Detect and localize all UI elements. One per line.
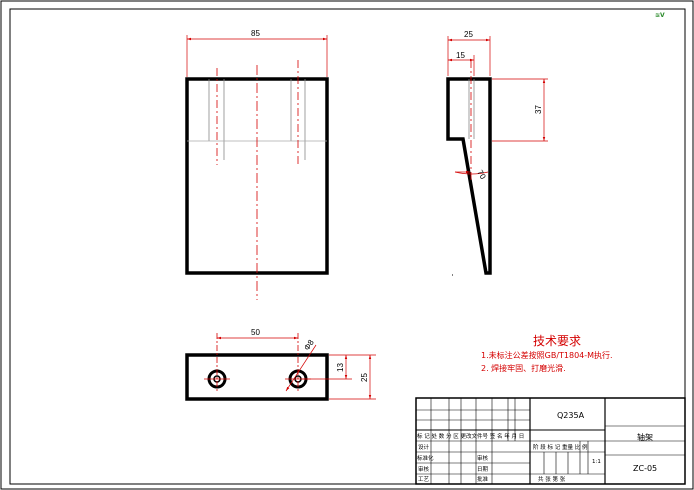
title-block [415,397,686,485]
tb-approve: 批准 [477,475,489,483]
dim-plate-height: 25 [360,373,369,382]
technical-requirements: 技术要求 1.未标注公差按照GB/T1804-M执行. 2. 焊接牢固、打磨光滑… [481,334,613,373]
tb-role-standard: 标准化 [417,454,434,462]
tb-extra-date: 日期 [477,466,489,473]
dim-hole-offset: 13 [336,363,345,372]
tb-role-review: 审核 [418,465,430,473]
tb-part-name: 轴架 [637,432,653,442]
dim-side-height: 37 [534,105,543,114]
tb-extra-review: 审核 [477,454,489,462]
requirement-line-1: 1.未标注公差按照GB/T1804-M执行. [481,350,613,360]
side-view: 25 15 37 70 [446,30,548,276]
dim-hole-diameter: Φ8 [302,338,316,352]
tb-role-design: 设计 [418,443,430,451]
top-view: 50 Φ8 13 25 [185,328,376,401]
requirement-line-2: 2. 焊接牢固、打磨光滑. [481,363,566,373]
corner-mark: ≋V [655,12,665,19]
requirements-title: 技术要求 [533,334,581,348]
tb-role-process: 工艺 [418,476,430,483]
front-view: 85 [185,29,329,300]
tb-sheet-labels: 共 张 第 张 [538,475,566,483]
side-view-outline [446,77,492,275]
tb-header-row: 标 记 处 数 分 区 更改文件号 签 名 年 月 日 [417,432,524,440]
dim-hole-spacing: 50 [251,328,260,337]
tb-material: Q235A [557,411,585,420]
top-view-outline [185,353,329,401]
tb-scale: 1:1 [592,459,601,465]
title-block-text: Q235A 轴架 ZC-05 标 记 处 数 分 区 更改文件号 签 名 年 月… [417,411,657,483]
dim-side-inner: 15 [456,51,465,60]
dim-side-angle: 70 [475,169,488,182]
tb-stage-labels: 阶 段 标 记 重量 比 例 [533,443,588,451]
dim-side-total: 25 [464,30,473,39]
sheet-inner-border [9,8,686,485]
dim-front-width: 85 [251,29,260,38]
tb-drawing-no: ZC-05 [633,464,657,473]
